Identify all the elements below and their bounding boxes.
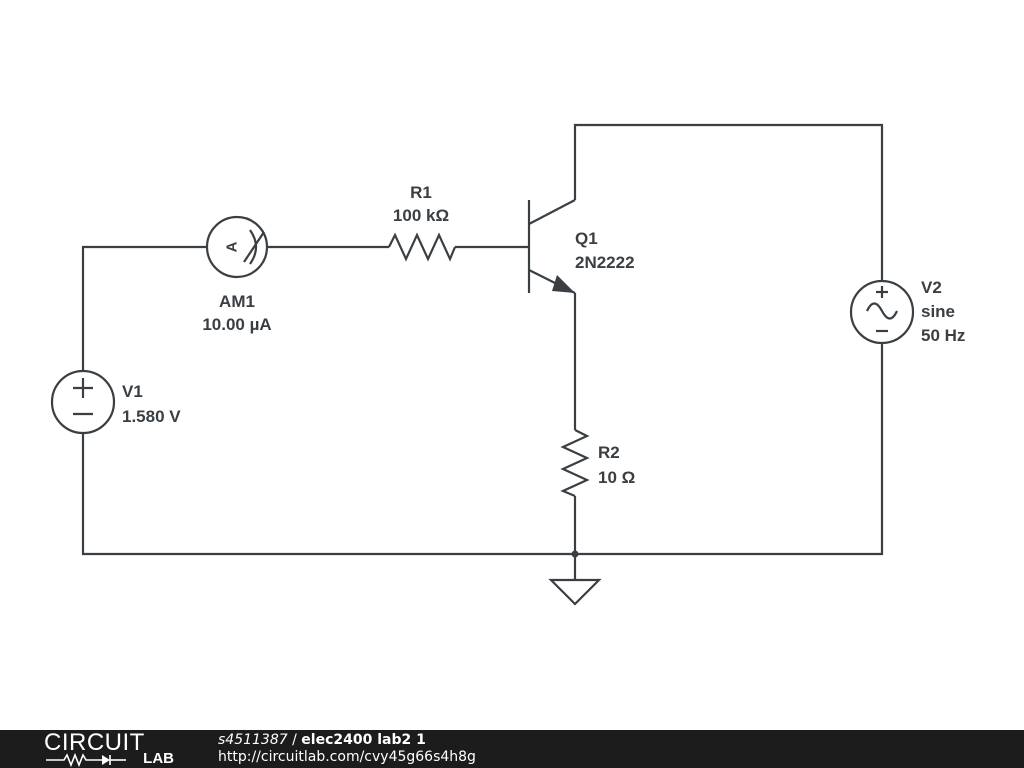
wire-collector-to-v2 xyxy=(573,123,884,282)
logo-wordmark-top: CIRCUIT xyxy=(44,729,145,756)
circuit-title[interactable]: elec2400 lab2 1 xyxy=(301,732,426,748)
v1-value-label: 1.580 V xyxy=(122,407,181,426)
circuit-url[interactable]: http://circuitlab.com/cvy45g66s4h8g xyxy=(218,749,476,765)
am1-reading-label: 10.00 µA xyxy=(202,315,271,334)
q1-name-label: Q1 xyxy=(575,229,598,248)
v2-name-label: V2 xyxy=(921,278,942,297)
logo-wordmark-bottom: LAB xyxy=(143,750,174,767)
component-labels: R1 100 kΩ Q1 2N2222 AM1 10.00 µA V1 1.58… xyxy=(122,183,965,487)
title-separator: / xyxy=(287,732,302,748)
sine-wave xyxy=(866,302,898,320)
ammeter-a-glyph: A xyxy=(224,241,241,252)
r2-value-label: 10 Ω xyxy=(598,468,635,487)
wire-v1-to-am1 xyxy=(81,245,207,372)
footer-bar: CIRCUIT LAB s4511387 / elec2400 lab2 1 h… xyxy=(0,730,1024,768)
q1-npn-transistor xyxy=(527,199,576,294)
am1-name-label: AM1 xyxy=(219,292,255,311)
v1-name-label: V1 xyxy=(122,382,143,401)
circuit-meta: s4511387 / elec2400 lab2 1 http://circui… xyxy=(218,732,476,766)
r1-resistor-zigzag xyxy=(388,232,457,262)
wires xyxy=(81,123,884,556)
v2-freq-label: 50 Hz xyxy=(921,326,965,345)
r2-resistor-zigzag xyxy=(560,429,590,498)
r1-value-label: 100 kΩ xyxy=(393,206,449,225)
circuit-schematic: A R1 100 kΩ Q1 2N2222 AM1 10.00 µA V1 1.… xyxy=(50,123,965,606)
v2-sine-source xyxy=(849,279,915,345)
emitter-arrow xyxy=(552,275,575,293)
wire-bottom-rail xyxy=(81,343,884,556)
v2-type-label: sine xyxy=(921,302,955,321)
circuit-title-line: s4511387 / elec2400 lab2 1 xyxy=(218,732,476,749)
circuitlab-logo[interactable]: CIRCUIT LAB xyxy=(44,731,174,767)
resistor-diode-icon xyxy=(46,753,126,767)
v1-dc-source xyxy=(50,369,116,435)
ground-symbol xyxy=(548,550,602,606)
r1-name-label: R1 xyxy=(410,183,432,202)
q1-part-label: 2N2222 xyxy=(575,253,635,272)
r2-name-label: R2 xyxy=(598,443,620,462)
author-username[interactable]: s4511387 xyxy=(218,732,288,748)
am1-ammeter: A xyxy=(205,215,269,279)
collector-lead xyxy=(528,199,576,225)
